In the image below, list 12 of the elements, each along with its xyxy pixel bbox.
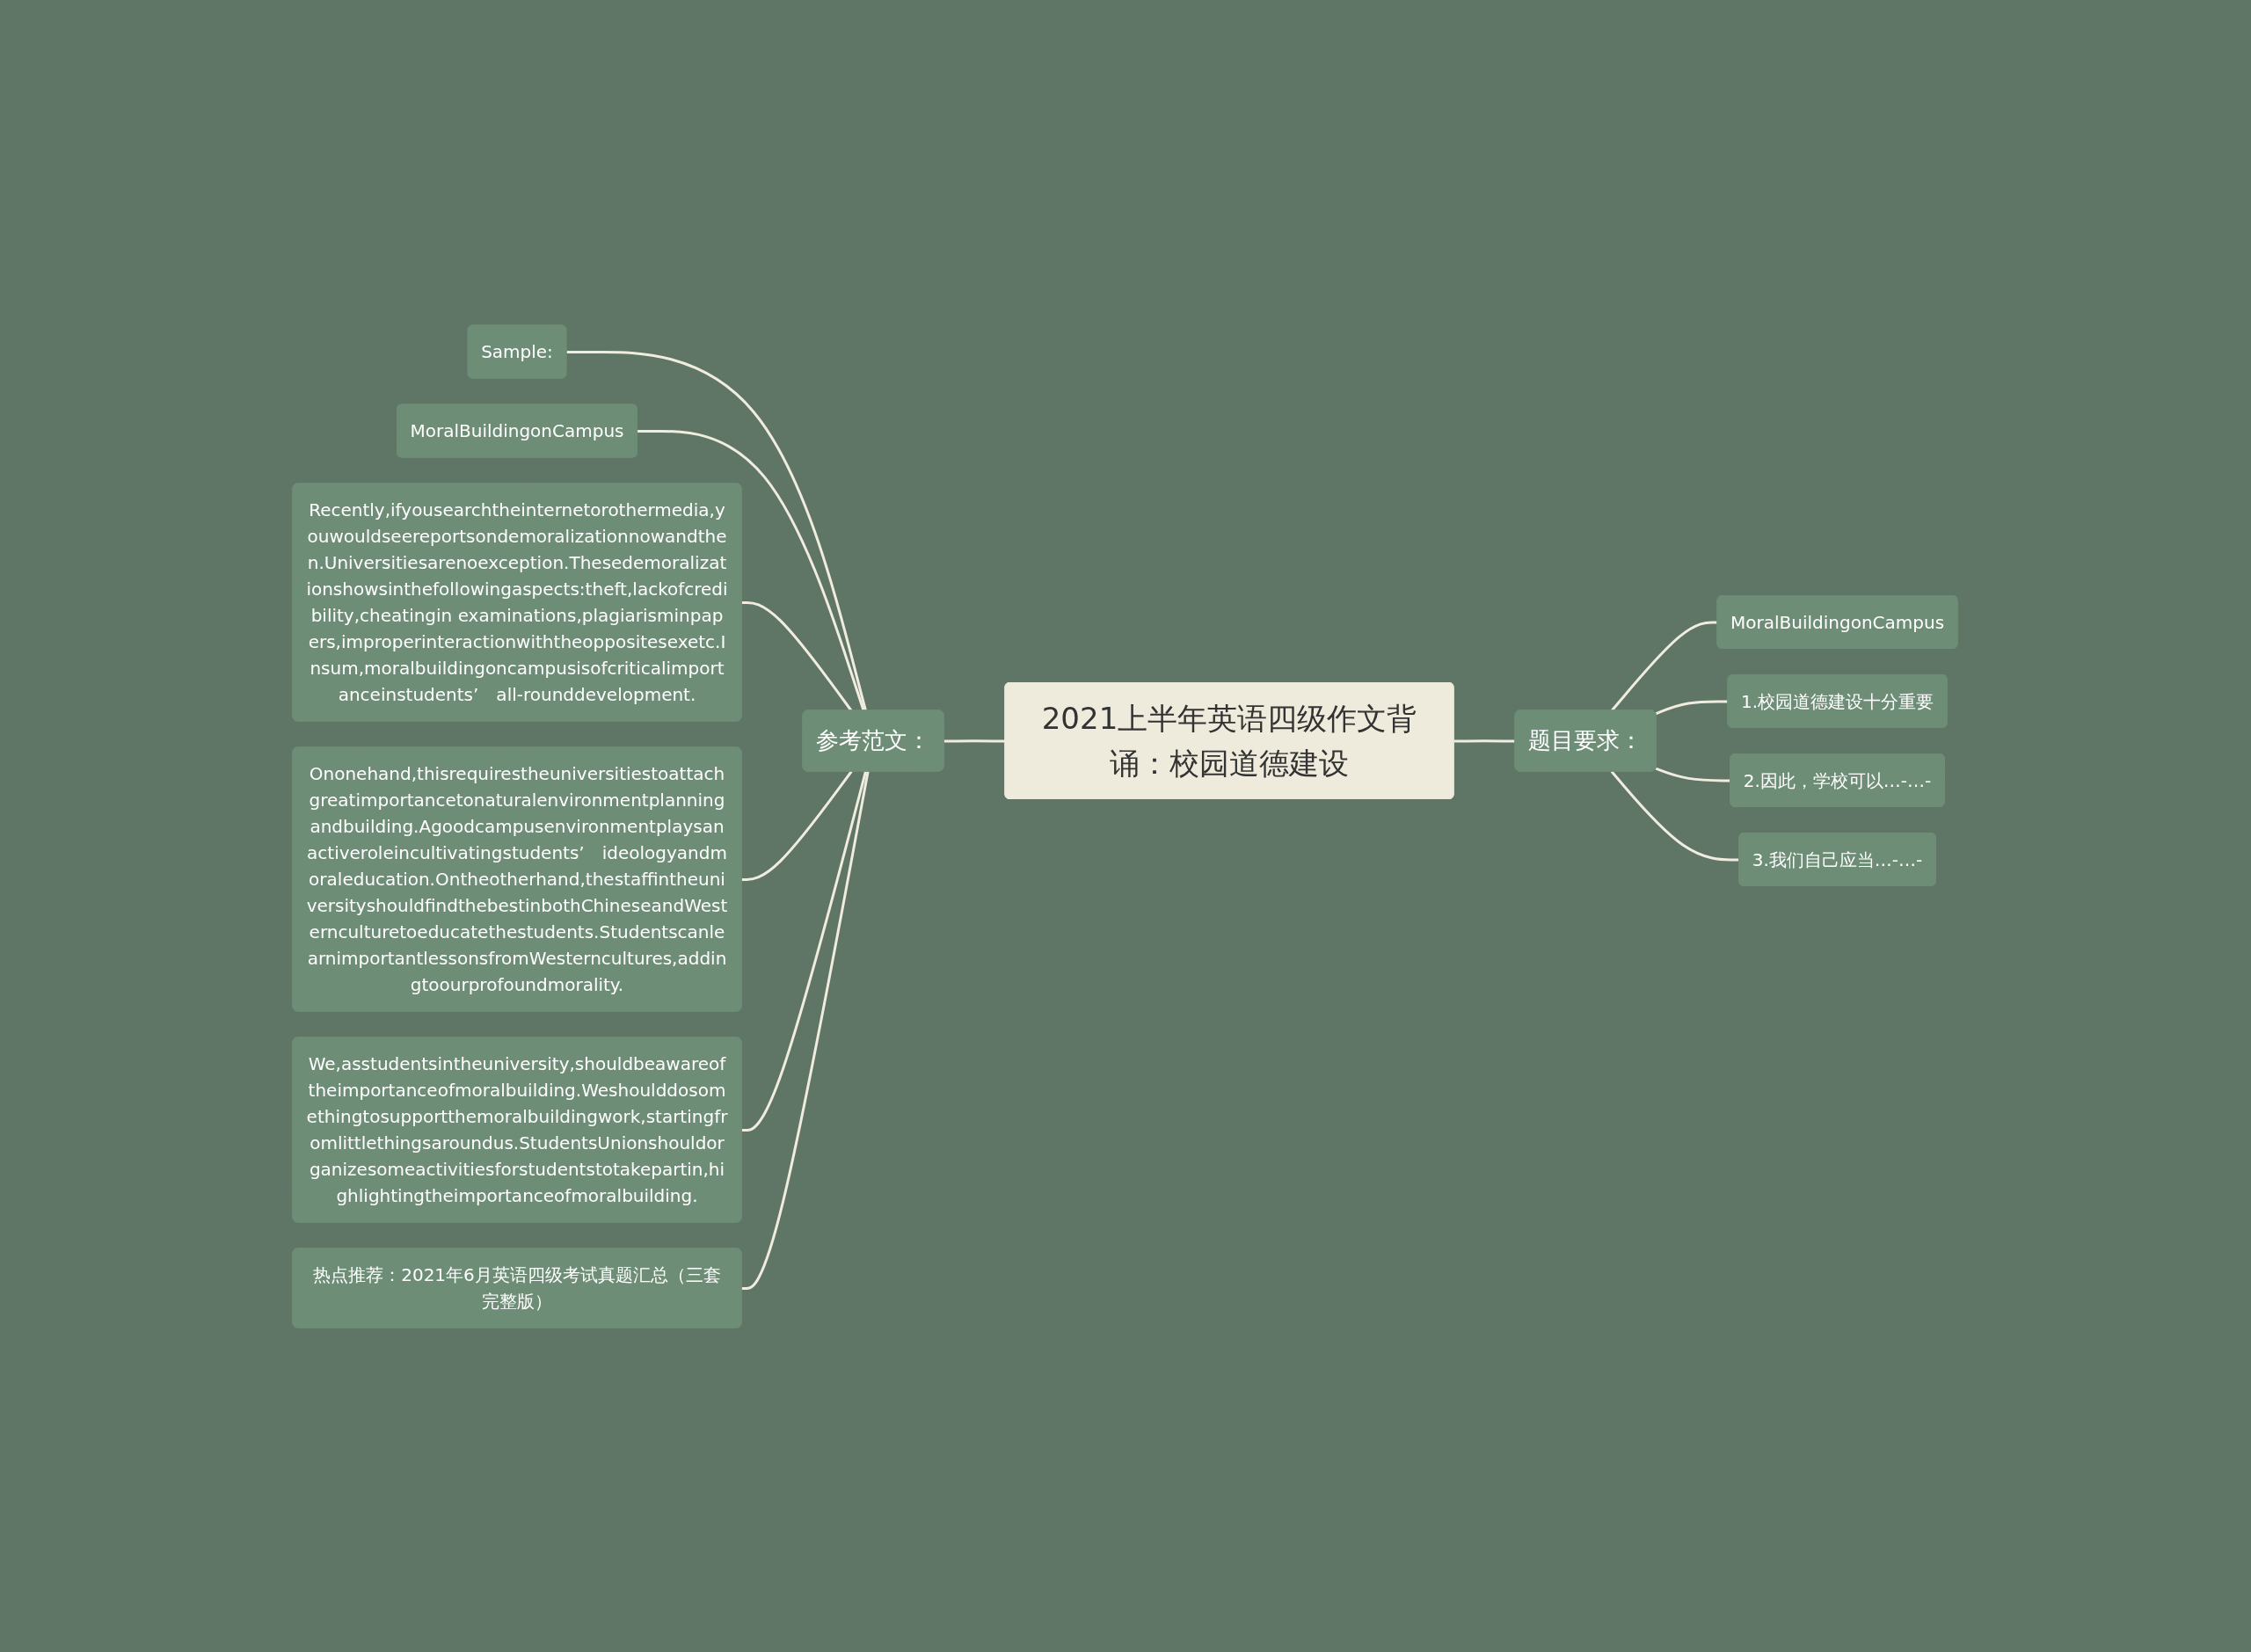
connector xyxy=(741,770,868,1132)
connector xyxy=(943,739,1006,742)
connector xyxy=(741,770,853,881)
connector xyxy=(1611,620,1718,711)
connector xyxy=(1656,699,1729,715)
connector xyxy=(741,770,871,1290)
connector xyxy=(1611,770,1740,861)
connector xyxy=(741,600,853,711)
connector xyxy=(566,350,868,711)
connector xyxy=(637,429,866,711)
connector xyxy=(1453,739,1516,742)
connector xyxy=(1656,767,1731,782)
